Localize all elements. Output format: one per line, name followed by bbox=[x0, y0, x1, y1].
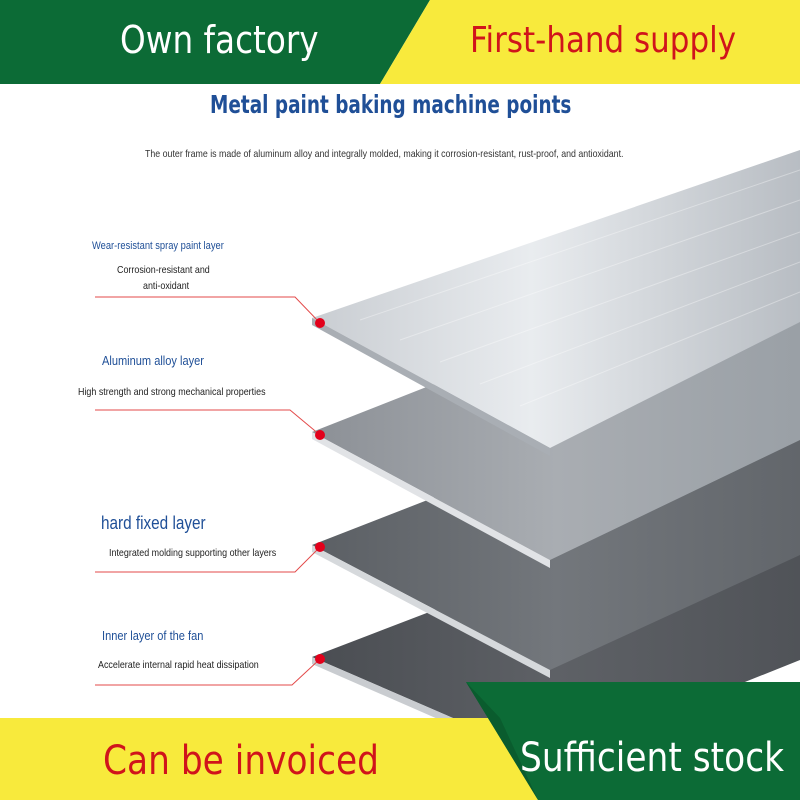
banner-sufficient-stock: Sufficient stock bbox=[520, 735, 785, 781]
layer-2-title: Aluminum alloy layer bbox=[102, 353, 204, 368]
marker-dot bbox=[315, 318, 325, 328]
leader-line-1 bbox=[95, 296, 321, 324]
banner-own-factory: Own factory bbox=[120, 18, 319, 62]
layer-3-title: hard fixed layer bbox=[101, 513, 206, 533]
marker-dot bbox=[315, 654, 325, 664]
leader-line-2 bbox=[95, 409, 321, 436]
marker-dot bbox=[315, 430, 325, 440]
bottom-banner bbox=[0, 682, 800, 800]
layer-1-title: Wear-resistant spray paint layer bbox=[92, 240, 224, 252]
layer-4-desc: Accelerate internal rapid heat dissipati… bbox=[98, 659, 259, 671]
top-banner bbox=[0, 0, 800, 84]
layer-1-desc-line2: anti-oxidant bbox=[143, 280, 190, 292]
layer-1-desc-line1: Corrosion-resistant and bbox=[117, 264, 210, 276]
banner-first-hand-supply: First-hand supply bbox=[470, 20, 737, 61]
marker-dot bbox=[315, 542, 325, 552]
leader-line-3 bbox=[95, 546, 321, 573]
banner-can-be-invoiced: Can be invoiced bbox=[103, 738, 380, 784]
layer-4-title: Inner layer of the fan bbox=[102, 628, 204, 643]
layer-3-desc: Integrated molding supporting other laye… bbox=[109, 547, 277, 559]
layer-2-desc: High strength and strong mechanical prop… bbox=[78, 386, 266, 398]
page-title: Metal paint baking machine points bbox=[210, 90, 572, 119]
leader-line-4 bbox=[95, 658, 321, 686]
plate-spray-paint-layer bbox=[312, 150, 800, 456]
page-description: The outer frame is made of aluminum allo… bbox=[145, 148, 624, 160]
